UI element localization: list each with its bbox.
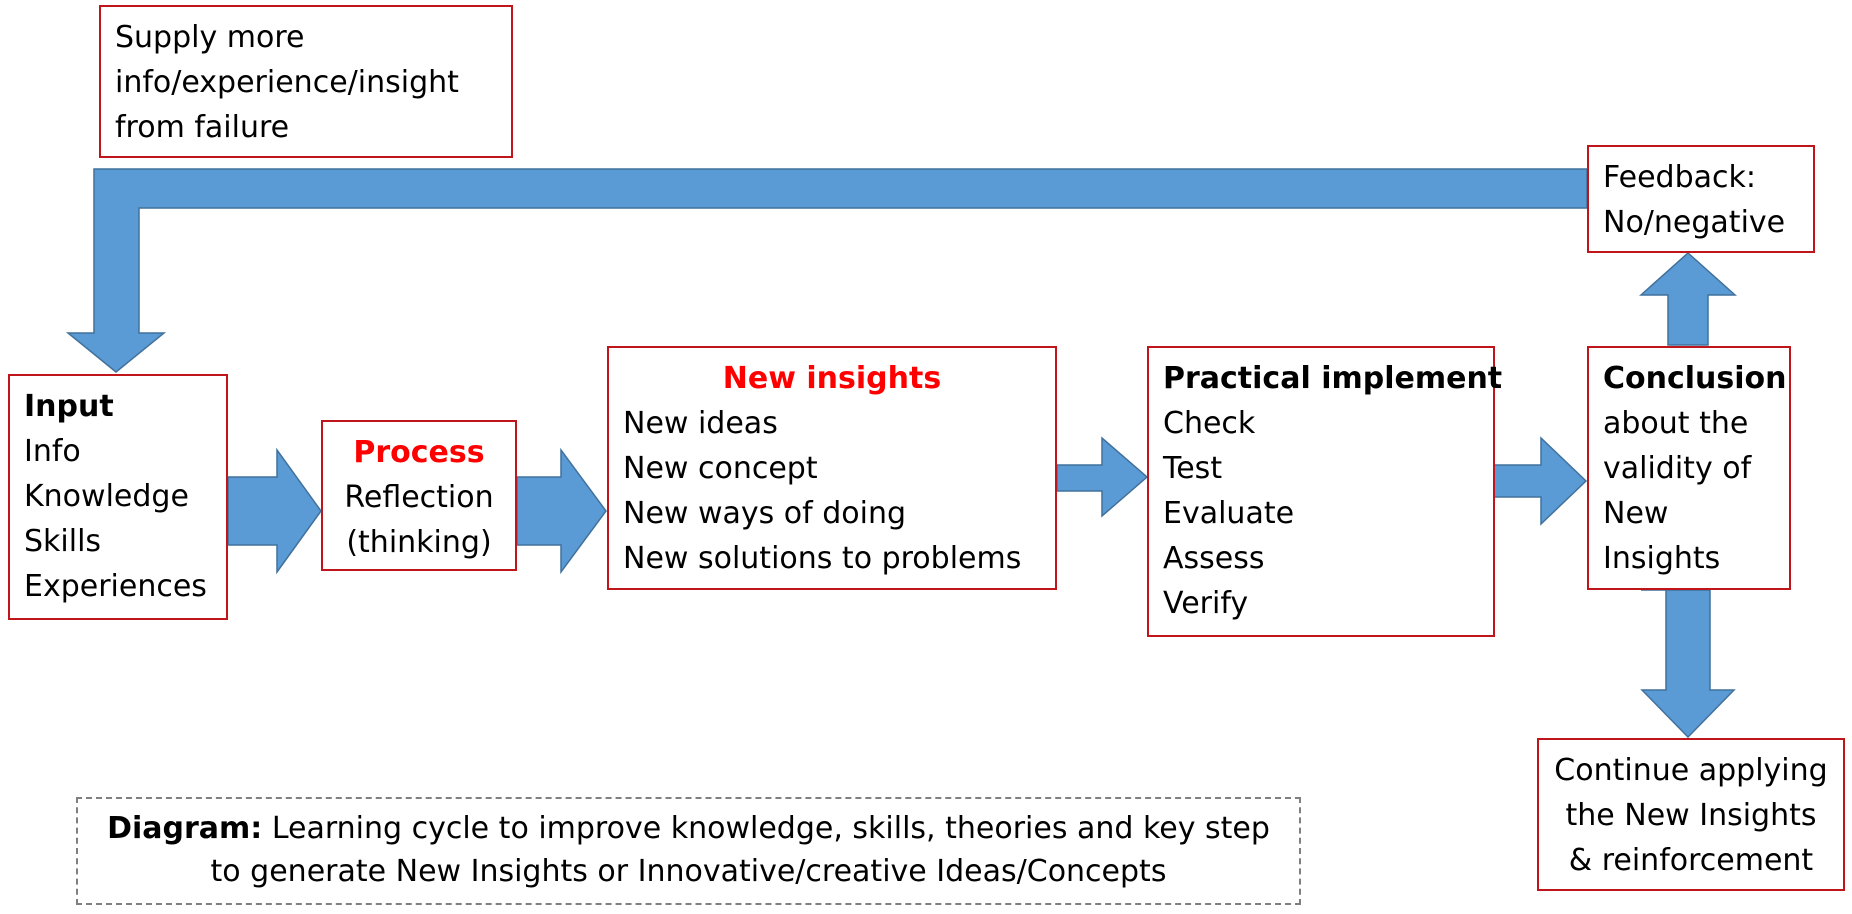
diagram-caption: Diagram: Learning cycle to improve knowl… xyxy=(76,797,1301,905)
process-title: Process xyxy=(353,435,485,470)
new-insights-box: New insights New ideas New concept New w… xyxy=(607,346,1057,590)
practical-line-1: Check xyxy=(1163,406,1256,441)
process-line-2: (thinking) xyxy=(346,525,492,560)
conclusion-box: Conclusion about the validity of New Ins… xyxy=(1587,346,1791,590)
practical-line-4: Assess xyxy=(1163,541,1265,576)
insights-line-3: New ways of doing xyxy=(623,496,907,531)
continue-line-1: Continue applying xyxy=(1554,753,1828,788)
caption-label: Diagram: xyxy=(107,811,263,846)
input-line-4: Experiences xyxy=(24,569,207,604)
arrow-practical-to-conclusion xyxy=(1493,436,1588,526)
practical-line-3: Evaluate xyxy=(1163,496,1295,531)
arrow-process-to-insights xyxy=(516,447,607,575)
continue-line-2: the New Insights xyxy=(1565,798,1817,833)
arrow-conclusion-to-feedback xyxy=(1639,251,1737,346)
conclusion-line-1: about the xyxy=(1603,406,1749,441)
arrow-input-to-process xyxy=(227,447,322,575)
continue-line-3: & reinforcement xyxy=(1568,843,1814,878)
feedback-loop-arrow xyxy=(65,168,1588,373)
process-box: Process Reflection (thinking) xyxy=(321,420,517,571)
feedback-line-2: No/negative xyxy=(1603,205,1786,240)
conclusion-line-3: New xyxy=(1603,496,1669,531)
process-line-1: Reflection xyxy=(344,480,494,515)
practical-line-5: Verify xyxy=(1163,586,1249,621)
input-line-3: Skills xyxy=(24,524,102,559)
insights-line-1: New ideas xyxy=(623,406,778,441)
continue-box: Continue applying the New Insights & rei… xyxy=(1537,738,1845,891)
feedback-box: Feedback: No/negative xyxy=(1587,145,1815,253)
practical-line-2: Test xyxy=(1163,451,1223,486)
practical-title: Practical implement xyxy=(1163,361,1503,396)
supply-info-box: Supply more info/experience/insight from… xyxy=(99,5,513,158)
input-box: Input Info Knowledge Skills Experiences xyxy=(8,374,228,620)
input-title: Input xyxy=(24,389,114,424)
input-line-2: Knowledge xyxy=(24,479,189,514)
supply-line-3: from failure xyxy=(115,110,290,145)
arrow-insights-to-practical xyxy=(1056,436,1149,518)
caption-line-1: Diagram: Learning cycle to improve knowl… xyxy=(78,807,1299,850)
insights-line-2: New concept xyxy=(623,451,818,486)
feedback-line-1: Feedback: xyxy=(1603,160,1756,195)
conclusion-title: Conclusion xyxy=(1603,361,1787,396)
caption-line-2: to generate New Insights or Innovative/c… xyxy=(210,854,1167,889)
caption-text-1: Learning cycle to improve knowledge, ski… xyxy=(262,811,1270,846)
input-line-1: Info xyxy=(24,434,81,469)
supply-line-1: Supply more xyxy=(115,20,305,55)
practical-implement-box: Practical implement Check Test Evaluate … xyxy=(1147,346,1503,637)
arrow-conclusion-to-continue xyxy=(1640,589,1736,739)
supply-line-2: info/experience/insight xyxy=(115,65,459,100)
insights-line-4: New solutions to problems xyxy=(623,541,1022,576)
conclusion-line-4: Insights xyxy=(1603,541,1721,576)
conclusion-line-2: validity of xyxy=(1603,451,1752,486)
insights-title: New insights xyxy=(722,361,942,396)
